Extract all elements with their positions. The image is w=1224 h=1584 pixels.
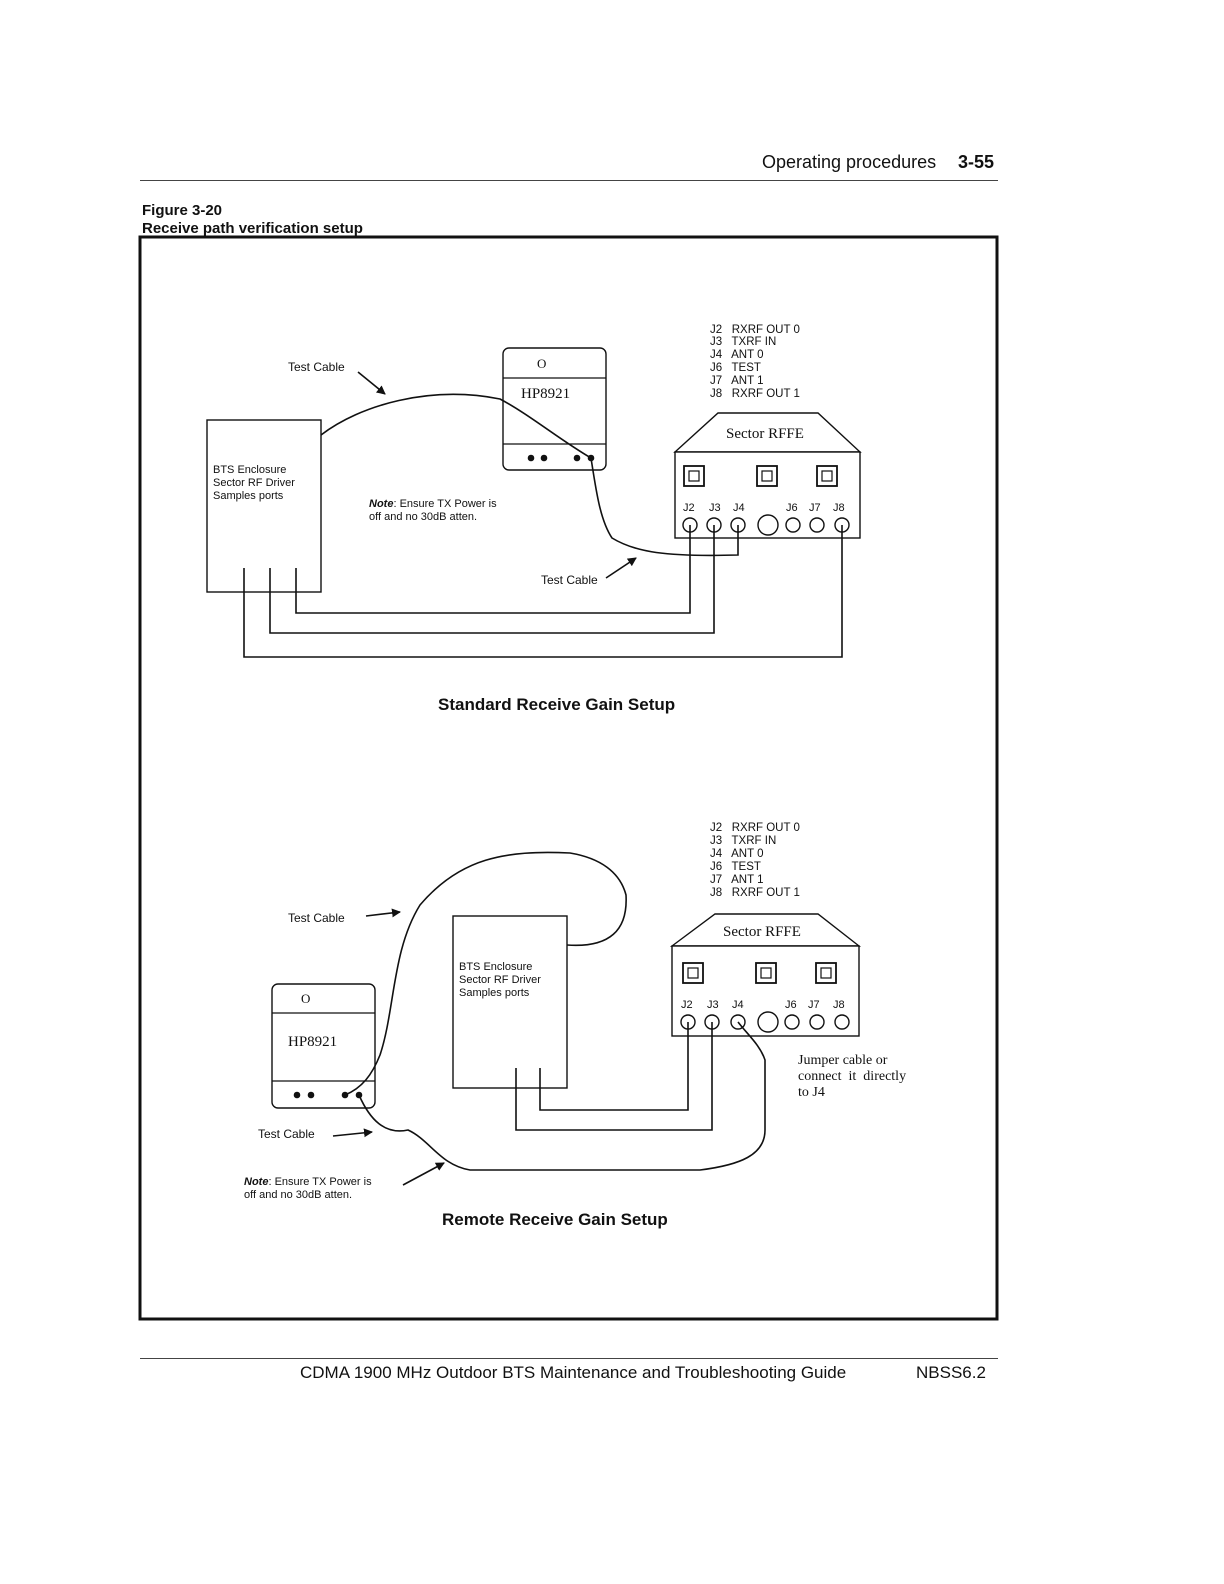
page-number: 3-55 bbox=[958, 152, 995, 172]
port-j7 bbox=[809, 1014, 825, 1030]
bts-enclosure: BTS Enclosure Sector RF Driver Samples p… bbox=[452, 915, 568, 1089]
sector-rffe: Sector RFFE J2 J3 J4 J6 J7 J8 bbox=[673, 412, 862, 539]
rffe-label: Sector RFFE bbox=[726, 426, 804, 442]
guide-title: CDMA 1900 MHz Outdoor BTS Maintenance an… bbox=[300, 1363, 847, 1382]
hp8921-body bbox=[502, 347, 607, 471]
standard-setup: J2 RXRF OUT 0 J3 TXRF IN J4 ANT 0 J6 TES… bbox=[206, 324, 862, 714]
bts-label-line: Samples ports bbox=[213, 490, 284, 502]
port-legend: J2 RXRF OUT 0 J3 TXRF IN J4 ANT 0 J6 TES… bbox=[710, 324, 800, 400]
hp-indicator: O bbox=[537, 356, 546, 371]
port-label: J8 bbox=[833, 502, 845, 514]
port-label: J4 bbox=[733, 502, 745, 514]
legend-line: J2 RXRF OUT 0 bbox=[710, 324, 800, 336]
legend-line: J7 ANT 1 bbox=[710, 375, 763, 387]
sector-rffe: Sector RFFE J2 J3 J4 J6 J7 J8 bbox=[669, 913, 862, 1037]
figure-caption: Receive path verification setup bbox=[142, 220, 363, 237]
setup-note: off and no 30dB atten. bbox=[369, 511, 477, 523]
bts-label-line: Sector RF Driver bbox=[213, 477, 295, 489]
jumper-note-line: to J4 bbox=[798, 1085, 825, 1100]
legend-line: J7 ANT 1 bbox=[710, 874, 763, 886]
legend-line: J3 TXRF IN bbox=[710, 835, 776, 847]
bts-label-line: BTS Enclosure bbox=[459, 961, 532, 973]
bts-enclosure-box bbox=[206, 419, 322, 593]
release-label: NBSS6.2 bbox=[916, 1363, 986, 1382]
port-large bbox=[757, 514, 779, 536]
port-label: J7 bbox=[809, 502, 821, 514]
legend-line: J6 TEST bbox=[710, 861, 761, 873]
port-label: J2 bbox=[683, 502, 695, 514]
port-label: J3 bbox=[707, 999, 719, 1011]
test-cable-label: Test Cable bbox=[258, 1127, 315, 1141]
hp-indicator: O bbox=[301, 991, 310, 1006]
hp8921-unit: O HP8921 bbox=[502, 347, 607, 471]
port-j7 bbox=[809, 517, 825, 533]
hp-port-dot bbox=[307, 1091, 315, 1099]
bts-enclosure-box bbox=[452, 915, 568, 1089]
port-j6 bbox=[785, 517, 801, 533]
footer-rule bbox=[140, 1358, 998, 1359]
hp-port-dot bbox=[527, 454, 535, 462]
test-cable-label: Test Cable bbox=[541, 573, 598, 587]
legend-line: J3 TXRF IN bbox=[710, 336, 776, 348]
hp8921-label: HP8921 bbox=[521, 386, 570, 402]
port-label: J8 bbox=[833, 999, 845, 1011]
hp8921-label: HP8921 bbox=[288, 1034, 337, 1050]
port-label: J7 bbox=[808, 999, 820, 1011]
header-rule bbox=[140, 180, 998, 181]
hp8921-unit: O HP8921 bbox=[271, 983, 376, 1109]
hp-port-dot bbox=[540, 454, 548, 462]
legend-line: J4 ANT 0 bbox=[710, 848, 763, 860]
setup-note: Note: Ensure TX Power is bbox=[369, 498, 497, 510]
port-label: J3 bbox=[709, 502, 721, 514]
port-large bbox=[757, 1011, 779, 1033]
bts-label-line: BTS Enclosure bbox=[213, 464, 286, 476]
legend-line: J8 RXRF OUT 1 bbox=[710, 887, 800, 899]
jumper-note-line: Jumper cable or bbox=[798, 1053, 888, 1068]
legend-line: J4 ANT 0 bbox=[710, 349, 763, 361]
legend-line: J6 TEST bbox=[710, 362, 761, 374]
port-label: J6 bbox=[786, 502, 798, 514]
port-j6 bbox=[784, 1014, 800, 1030]
setup-note: off and no 30dB atten. bbox=[244, 1189, 352, 1201]
standard-cables bbox=[243, 371, 843, 658]
bts-label-line: Samples ports bbox=[459, 987, 530, 999]
remote-setup: J2 RXRF OUT 0 J3 TXRF IN J4 ANT 0 J6 TES… bbox=[244, 822, 906, 1229]
port-legend: J2 RXRF OUT 0 J3 TXRF IN J4 ANT 0 J6 TES… bbox=[710, 822, 800, 899]
legend-line: J8 RXRF OUT 1 bbox=[710, 388, 800, 400]
jumper-note-line: connect it directly bbox=[798, 1069, 906, 1084]
test-cable-label: Test Cable bbox=[288, 911, 345, 925]
figure-number: Figure 3-20 bbox=[142, 202, 223, 219]
test-cable-label: Test Cable bbox=[288, 360, 345, 374]
legend-line: J2 RXRF OUT 0 bbox=[710, 822, 800, 834]
rffe-label: Sector RFFE bbox=[723, 924, 801, 940]
hp8921-body bbox=[271, 983, 376, 1109]
figure-frame bbox=[138, 235, 999, 1321]
bts-label-line: Sector RF Driver bbox=[459, 974, 541, 986]
hp-port-dot bbox=[573, 454, 581, 462]
remote-cables bbox=[332, 851, 766, 1186]
bts-enclosure: BTS Enclosure Sector RF Driver Samples p… bbox=[206, 419, 322, 593]
section-title: Operating procedures bbox=[762, 152, 937, 172]
setup-title: Standard Receive Gain Setup bbox=[438, 695, 675, 714]
hp-port-dot bbox=[293, 1091, 301, 1099]
port-label: J2 bbox=[681, 999, 693, 1011]
setup-title: Remote Receive Gain Setup bbox=[442, 1210, 668, 1229]
port-label: J4 bbox=[732, 999, 744, 1011]
port-label: J6 bbox=[785, 999, 797, 1011]
port-j8 bbox=[834, 1014, 850, 1030]
setup-note: Note: Ensure TX Power is bbox=[244, 1176, 372, 1188]
